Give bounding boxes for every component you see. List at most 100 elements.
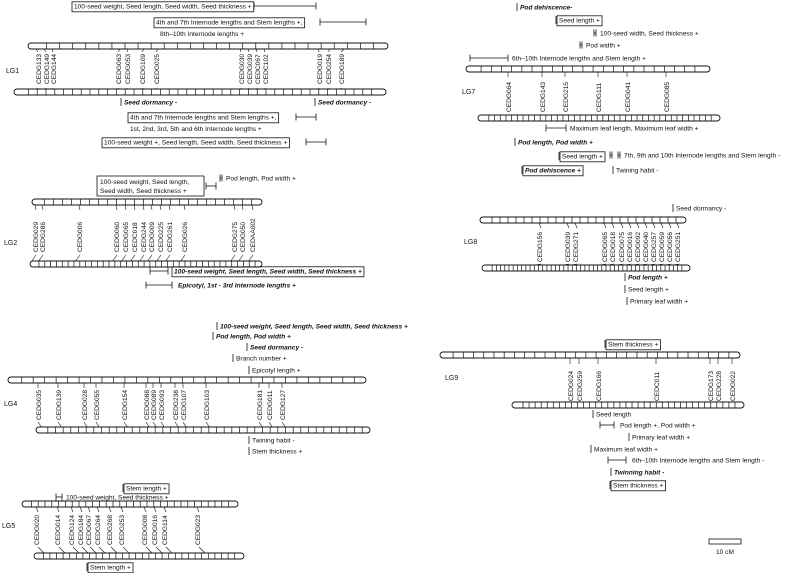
connector-lg8 — [676, 222, 680, 229]
connector-lg1 — [327, 48, 331, 53]
qtl-lg4-seed-weight: 100-seed weight, Seed length, Seed width… — [216, 322, 408, 330]
connector-lg5 — [79, 506, 83, 513]
connector-lg5 — [58, 546, 66, 554]
marker-lg2: CEDG286 — [40, 222, 47, 252]
marker-lg2: CEDG244 — [141, 222, 148, 252]
marker-lg5: CEDG268 — [107, 515, 114, 545]
qtl-lg7-pod: Pod length, Pod width + — [514, 138, 593, 146]
qtl-lg5-stem-b-label: Stem length + — [90, 564, 131, 571]
qtl-lg1-internode-b-box — [127, 112, 280, 124]
chromosome-lg9-top — [439, 351, 741, 359]
qtl-lg1-internode-label: 4th and 7th Internode lengths and Stem l… — [156, 19, 303, 26]
marker-lg5: CEDG014 — [55, 515, 62, 545]
connector-lg8 — [574, 222, 578, 229]
qtl-lg9-seed-length: Seed length — [592, 410, 632, 418]
qtl-lg7-internode-b-label: 7th, 9th and 10th Internode lengths and … — [624, 152, 780, 159]
qtl-lg7-pod-width-label: Pod width + — [586, 42, 621, 49]
marker-lg5: CEDG067 — [86, 515, 93, 545]
qtl-lg1-dormancy-a: Seed dormancy - — [120, 98, 177, 106]
chromosome-lg4-bottom — [35, 426, 371, 434]
marker-lg2: CEDC018 — [132, 222, 139, 252]
chromosome-lg1-bottom — [13, 88, 387, 96]
marker-lg5: CEDG253 — [119, 515, 126, 545]
qtl-lg7-pod-label: Pod length, Pod width + — [518, 139, 593, 146]
connector-lg5 — [56, 506, 60, 513]
connector-lg8 — [660, 222, 664, 229]
qtl-lg7-twining-label: Twining habit - — [616, 167, 659, 174]
qtl-lg1-seed-weight-box — [71, 1, 255, 13]
qtl-lg9-stem-b-box — [610, 480, 666, 492]
connector-lg5 — [72, 546, 80, 554]
qtl-lg9-internode-label: 6th–10th Internode lengths and Stem leng… — [632, 457, 764, 464]
marker-lg9: CEDG259 — [577, 371, 584, 401]
qtl-lg7-leaf-label: Maximum leaf length, Maximum leaf width … — [570, 125, 699, 132]
connector-lg5 — [196, 506, 200, 513]
marker-lg8: CEDG039 — [565, 232, 572, 262]
qtl-lg5-stem-a-label: Stem length + — [126, 485, 167, 492]
marker-lg1: CEDG030 — [239, 54, 246, 84]
connector-lg2 — [133, 204, 136, 211]
connector-lg5 — [98, 546, 106, 554]
qtl-lg8-dormancy-label: Seed dormancy - — [676, 205, 726, 212]
qtl-lg9-stem-a-label: Stem thickness + — [608, 341, 659, 348]
qtl-lg7-dehiscence-b-label: Pod dehiscence + — [525, 167, 581, 174]
marker-lg2: CEDG261 — [167, 222, 174, 252]
connector-lg2 — [159, 204, 162, 211]
marker-lg4: CEDG107 — [181, 390, 188, 420]
qtl-lg5-seed-weight-label: 100-seed weight, Seed thickness + — [66, 494, 169, 501]
connector-lg8 — [652, 222, 656, 229]
qtl-lg1-internode-2: 8th–10th Internode lengths + — [160, 31, 244, 38]
marker-lg4: CEDG055 — [94, 390, 101, 420]
chromosome-lg7-bottom — [477, 114, 721, 122]
marker-lg2: CEDAA002 — [250, 218, 257, 252]
connector-lg5 — [108, 506, 112, 513]
qtl-lg7-seed-length-label: Seed length + — [559, 17, 600, 24]
qtl-lg8-leaf: Primary leaf width + — [626, 297, 688, 305]
qtl-lg4-stem-label: Stem thickness + — [252, 448, 303, 455]
chromosome-lg9-bottom — [511, 401, 745, 409]
qtl-lg9-internode: 6th–10th Internode lengths and Stem leng… — [607, 456, 764, 464]
qtl-lg2-epicotyl: Epicotyl, 1st - 3rd Internode lengths + — [145, 281, 296, 289]
qtl-lg5-seed-weight: 100-seed weight, Seed thickness + — [55, 493, 169, 501]
qtl-lg1-dormancy-b-label: Seed dormancy - — [318, 99, 371, 106]
marker-lg8: CEDG065 — [602, 232, 609, 262]
connector-lg5 — [153, 506, 157, 513]
marker-lg8: CEDG271 — [573, 232, 580, 262]
qtl-lg1-internode-b: 4th and 7th Internode lengths and Stem l… — [127, 112, 317, 124]
qtl-lg2-seed-weight-b-box — [171, 266, 365, 278]
connector-lg5 — [89, 546, 97, 554]
qtl-lg7-seed-length-box — [556, 15, 603, 27]
connector-lg1 — [117, 48, 121, 53]
marker-lg8: CEDG016 — [627, 232, 634, 262]
qtl-lg9-leaf-label: Primary leaf width + — [632, 434, 690, 441]
connector-lg5 — [145, 546, 153, 554]
group-label-lg4: LG4 — [4, 401, 17, 408]
qtl-lg4-stem: Stem thickness + — [248, 447, 303, 455]
scale-bar-label: 10 cM — [716, 549, 734, 556]
chromosome-lg2-top — [31, 198, 263, 206]
qtl-lg2-seed-weight-b: 100-seed weight, Seed length, Seed width… — [149, 266, 365, 278]
marker-lg1: CEDC067 — [255, 54, 262, 84]
marker-lg1: CEDG149 — [44, 54, 51, 84]
marker-lg2: CEDG225 — [158, 222, 165, 252]
marker-lg4: CEDG093 — [159, 390, 166, 420]
connector-lg2 — [115, 204, 118, 211]
connector-lg2 — [251, 204, 254, 211]
qtl-lg1-seed-weight: 100-seed weight, Seed length, Seed width… — [71, 1, 317, 13]
qtl-lg1-internode: 4th and 7th Internode lengths and Stem l… — [153, 17, 367, 29]
qtl-lg9-twining-label: Twinning habit - — [614, 469, 664, 476]
marker-lg1: CEDG189 — [339, 54, 346, 84]
qtl-lg7-dehiscence-b: Pod dehiscence + — [521, 165, 584, 177]
marker-lg2: CEDG065 — [123, 222, 130, 252]
marker-lg2: CEDG050 — [240, 222, 247, 252]
marker-lg1: CEDG254 — [326, 54, 333, 84]
marker-lg1: CEDG053 — [125, 54, 132, 84]
marker-lg5: CEDG264 — [95, 515, 102, 545]
qtl-lg4-pod-label: Pod length, Pod width + — [216, 333, 291, 340]
qtl-lg5-stem-a-box — [123, 483, 170, 495]
qtl-lg8-leaf-label: Primary leaf width + — [630, 298, 688, 305]
chromosome-lg2-bottom — [29, 260, 263, 268]
qtl-lg1-internode-b-label: 4th and 7th Internode lengths and Stem l… — [130, 114, 277, 121]
qtl-lg8-seed-length: Seed length + — [624, 285, 669, 293]
connector-lg2 — [233, 204, 236, 211]
